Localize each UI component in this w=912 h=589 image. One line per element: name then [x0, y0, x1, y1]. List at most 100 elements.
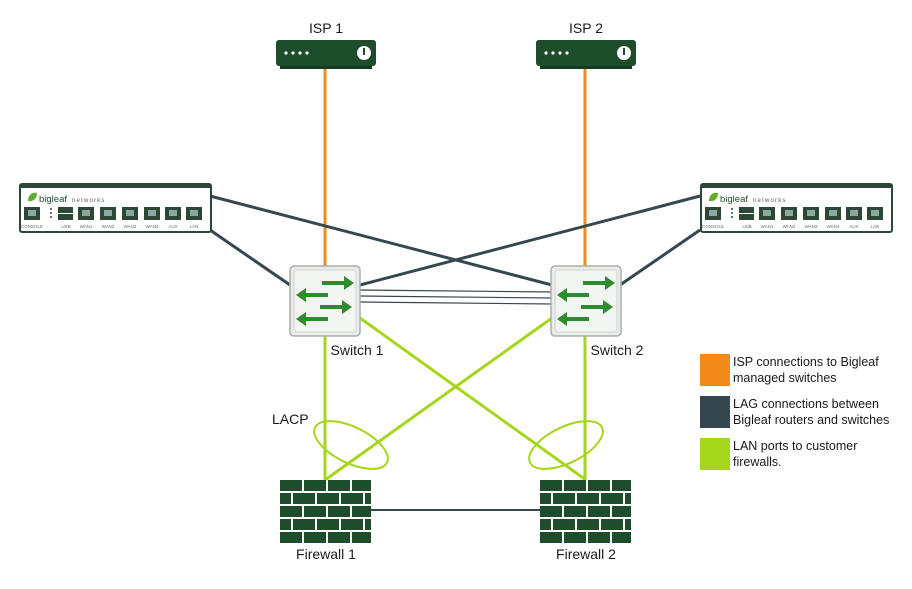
- brick: [317, 493, 339, 504]
- switch1-device[interactable]: [289, 265, 361, 337]
- brick: [293, 519, 315, 530]
- router-port-wan1[interactable]: [759, 207, 775, 220]
- brick: [293, 493, 315, 504]
- lan-links: [323, 316, 587, 482]
- router-port-label: WAN1: [80, 224, 93, 229]
- router-port-label: LAN: [871, 224, 880, 229]
- brick: [328, 506, 350, 517]
- router-port-usb[interactable]: [739, 207, 754, 220]
- router-port-console[interactable]: [705, 207, 721, 220]
- isp1-modem[interactable]: [276, 40, 376, 69]
- router-port-wan2[interactable]: [100, 207, 116, 220]
- legend-swatch: [700, 354, 730, 386]
- switch1-label: Switch 1: [331, 342, 384, 358]
- brick: [625, 493, 631, 504]
- brick: [304, 480, 326, 491]
- brick: [612, 506, 631, 517]
- router-port-label: CONSOLE: [21, 224, 43, 229]
- brick: [625, 519, 631, 530]
- lag-links: [209, 194, 701, 287]
- router-port-wan3[interactable]: [803, 207, 819, 220]
- router-brand-sub: networks: [753, 198, 787, 204]
- brick: [540, 480, 562, 491]
- brick: [540, 506, 562, 517]
- isp2-modem[interactable]: [536, 40, 636, 69]
- router-port-label: WAN3: [124, 224, 137, 229]
- router-port-console[interactable]: [24, 207, 40, 220]
- router-port-label: WAN4: [146, 224, 159, 229]
- router-port-wan4[interactable]: [825, 207, 841, 220]
- inter-switch-links: [359, 289, 553, 305]
- router-port-label: WAN2: [102, 224, 115, 229]
- router-port-wan2[interactable]: [781, 207, 797, 220]
- brick: [280, 480, 302, 491]
- brick: [328, 480, 350, 491]
- leaf-logo-icon: [709, 192, 718, 202]
- brick: [352, 532, 371, 543]
- brick: [328, 532, 350, 543]
- brick: [564, 506, 586, 517]
- lacp-bundle-left: [313, 420, 389, 470]
- firewall1-device[interactable]: [280, 480, 371, 543]
- brick: [577, 493, 599, 504]
- router-port-label: CONSOLE: [702, 224, 724, 229]
- router-brand-sub: networks: [72, 198, 106, 204]
- router-port-lan[interactable]: [186, 207, 202, 220]
- brick: [540, 493, 551, 504]
- firewall2-device[interactable]: [540, 480, 631, 543]
- brick: [540, 532, 562, 543]
- router-port-label: AUX: [168, 224, 177, 229]
- router-port-aux[interactable]: [165, 207, 181, 220]
- isp2-label: ISP 2: [569, 20, 603, 36]
- brick: [588, 480, 610, 491]
- brick: [553, 493, 575, 504]
- lacp-label: LACP: [272, 411, 309, 427]
- brick: [553, 519, 575, 530]
- brick: [341, 493, 363, 504]
- brick: [564, 480, 586, 491]
- brick: [365, 519, 371, 530]
- leaf-logo-icon: [28, 192, 37, 202]
- router-port-label: USB: [61, 224, 70, 229]
- router-left-to-switch2-link: [209, 194, 553, 287]
- legend-text: Bigleaf routers and switches: [733, 413, 889, 427]
- switch2-to-firewall1-link: [324, 316, 553, 482]
- firewall1-label: Firewall 1: [296, 546, 356, 562]
- router-port-lan[interactable]: [867, 207, 883, 220]
- router-port-label: WAN4: [827, 224, 840, 229]
- brick: [280, 493, 291, 504]
- router-port-aux[interactable]: [846, 207, 862, 220]
- brick: [588, 506, 610, 517]
- brick: [612, 480, 631, 491]
- legend-text: LAN ports to customer: [733, 439, 857, 453]
- brick: [280, 506, 302, 517]
- router-port-wan4[interactable]: [144, 207, 160, 220]
- brick: [564, 532, 586, 543]
- brick: [601, 519, 623, 530]
- isp-links: [323, 68, 587, 266]
- router-port-usb[interactable]: [58, 207, 73, 220]
- brick: [365, 493, 371, 504]
- router-port-wan3[interactable]: [122, 207, 138, 220]
- switch2-device[interactable]: [550, 265, 622, 337]
- switch2-label: Switch 2: [591, 342, 644, 358]
- router-right-to-switch2-link: [619, 228, 701, 287]
- router-port-wan1[interactable]: [78, 207, 94, 220]
- router-port-label: WAN3: [805, 224, 818, 229]
- brick: [577, 519, 599, 530]
- router-port-label: AUX: [849, 224, 858, 229]
- brick: [601, 493, 623, 504]
- lacp-bundle-right: [528, 420, 604, 470]
- router-port-label: WAN1: [761, 224, 774, 229]
- legend-text: ISP connections to Bigleaf: [733, 355, 879, 369]
- brick: [280, 519, 291, 530]
- isp1-label: ISP 1: [309, 20, 343, 36]
- firewall2-label: Firewall 2: [556, 546, 616, 562]
